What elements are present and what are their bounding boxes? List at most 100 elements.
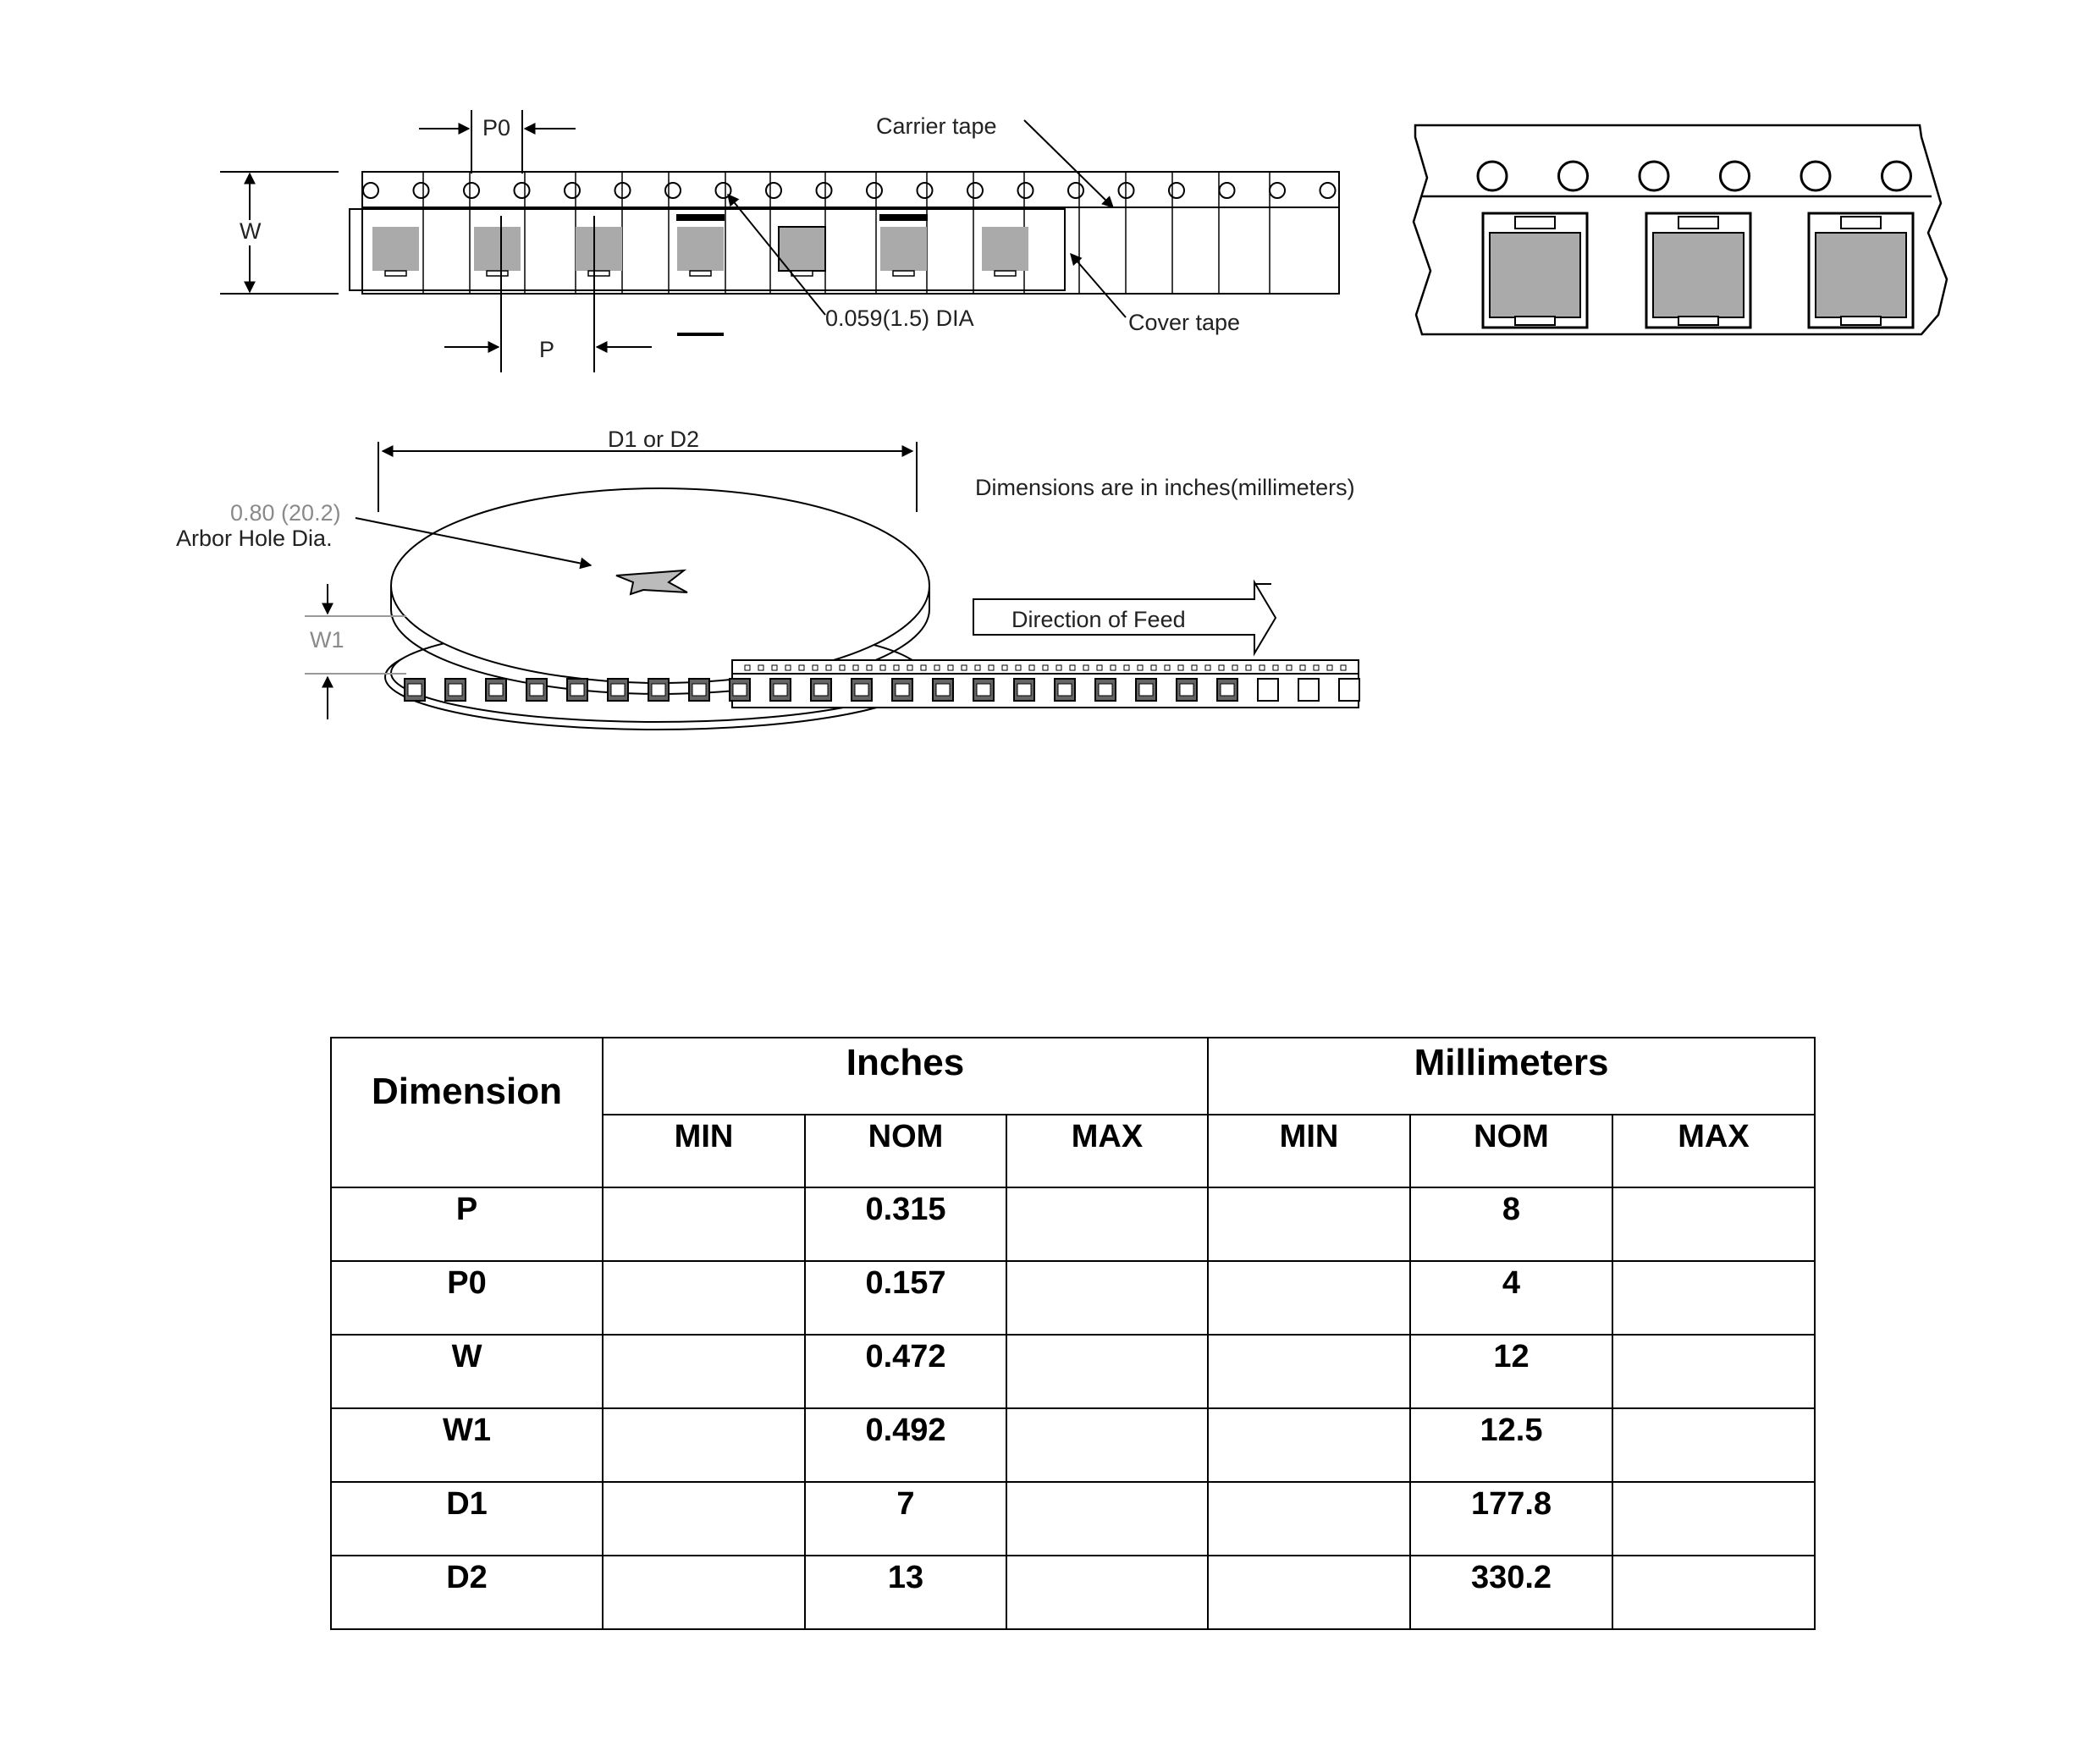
reel-hole: [1150, 664, 1157, 671]
reel-hole: [1177, 664, 1184, 671]
cell-mm-min: [1207, 1407, 1411, 1483]
cell-in-min: [602, 1260, 806, 1336]
cell-dimension: W1: [330, 1407, 604, 1483]
cell-in-min: [602, 1481, 806, 1556]
reel-hole: [1259, 664, 1265, 671]
component: [880, 227, 927, 271]
subheader-inches-max: MAX: [1006, 1114, 1209, 1188]
sprocket-hole: [564, 182, 581, 199]
reel-hole: [744, 664, 751, 671]
sprocket-holes: [362, 182, 1337, 199]
cell-in-max: [1006, 1187, 1209, 1262]
cell-mm-max: [1611, 1187, 1816, 1262]
label-w: W: [240, 218, 262, 244]
reel-hole: [988, 664, 995, 671]
detail-sprocket-holes: [1476, 160, 1912, 192]
cover-tape-mark: [676, 214, 725, 221]
reel-hole: [1313, 664, 1320, 671]
detail-component: [1489, 232, 1581, 318]
reel-component: [935, 683, 951, 697]
reel-hole: [1123, 664, 1130, 671]
cell-mm-min: [1207, 1260, 1411, 1336]
cover-tape-outline: [349, 208, 1066, 291]
cell-mm-min: [1207, 1555, 1411, 1630]
cell-mm-nom: 330.2: [1409, 1555, 1613, 1630]
label-d1-d2: D1 or D2: [608, 427, 699, 452]
label-p0: P0: [482, 115, 510, 140]
reel-hole: [1218, 664, 1225, 671]
reel-hole: [758, 664, 764, 671]
component-lead: [486, 270, 509, 277]
table-row: P 0.315 8: [330, 1187, 1816, 1262]
feed-arrow: [973, 579, 1277, 657]
reel-hole: [1069, 664, 1076, 671]
component: [372, 227, 419, 271]
label-w1: W1: [310, 627, 344, 653]
reel-hole: [1326, 664, 1333, 671]
sprocket-hole: [765, 182, 782, 199]
cell-dimension: W: [330, 1334, 604, 1409]
reel-component: [1179, 683, 1194, 697]
detail-hole: [1800, 160, 1832, 192]
sprocket-hole: [815, 182, 833, 199]
cover-tape-mark: [879, 214, 928, 221]
component-lead: [384, 270, 407, 277]
reel-component: [610, 683, 626, 697]
subheader-inches-min: MIN: [602, 1114, 806, 1188]
sprocket-hole: [412, 182, 430, 199]
reel-pocket: [1257, 678, 1279, 702]
reel-hole: [879, 664, 886, 671]
reel-hole: [947, 664, 954, 671]
reel-hole: [771, 664, 778, 671]
reel-component: [1017, 683, 1032, 697]
reel-component: [1057, 683, 1072, 697]
cell-in-min: [602, 1555, 806, 1630]
cell-mm-max: [1611, 1555, 1816, 1630]
label-carrier-tape: Carrier tape: [876, 113, 997, 139]
table-row: D1 7 177.8: [330, 1481, 1816, 1556]
reel-hole: [839, 664, 846, 671]
sprocket-hole: [664, 182, 681, 199]
cell-mm-nom: 12: [1409, 1334, 1613, 1409]
reel-hole: [1340, 664, 1347, 671]
table-row: P0 0.157 4: [330, 1260, 1816, 1336]
tape-detail-view: [1412, 124, 1948, 336]
cell-in-min: [602, 1187, 806, 1262]
sprocket-hole: [1218, 182, 1236, 199]
detail-component: [1652, 232, 1744, 318]
table-row: W 0.472 12: [330, 1334, 1816, 1409]
reel-hole: [1232, 664, 1238, 671]
detail-lead: [1840, 216, 1882, 229]
sprocket-hole: [866, 182, 883, 199]
cell-in-max: [1006, 1555, 1209, 1630]
cell-dimension: P0: [330, 1260, 604, 1336]
reel-drawing: [384, 487, 1360, 730]
cell-mm-nom: 4: [1409, 1260, 1613, 1336]
component-lead: [689, 270, 712, 277]
reel-hole: [1096, 664, 1103, 671]
reel-component: [692, 683, 707, 697]
reel-component: [976, 683, 991, 697]
component-lead: [994, 270, 1017, 277]
header-dimension: Dimension: [330, 1037, 604, 1188]
reel-hole: [974, 664, 981, 671]
reel-hole: [1164, 664, 1171, 671]
cell-mm-min: [1207, 1481, 1411, 1556]
sprocket-hole: [1067, 182, 1084, 199]
cell-mm-min: [1207, 1187, 1411, 1262]
reel-hole: [1001, 664, 1008, 671]
detail-hole: [1476, 160, 1508, 192]
sprocket-hole: [1168, 182, 1185, 199]
reel-hole: [907, 664, 913, 671]
tape-reel-diagram: P0 W P Carrier tape Cover tape 0.059(1.5…: [176, 110, 1948, 730]
carrier-tape-drawing: [349, 171, 1340, 295]
label-p: P: [539, 337, 554, 362]
cell-in-nom: 0.315: [804, 1187, 1007, 1262]
reel-component: [488, 683, 504, 697]
reel-tape-holes: [744, 664, 1347, 671]
reel-hole: [1015, 664, 1022, 671]
cell-in-max: [1006, 1334, 1209, 1409]
cell-mm-min: [1207, 1334, 1411, 1409]
reel-component: [651, 683, 666, 697]
detail-hole: [1719, 160, 1750, 192]
